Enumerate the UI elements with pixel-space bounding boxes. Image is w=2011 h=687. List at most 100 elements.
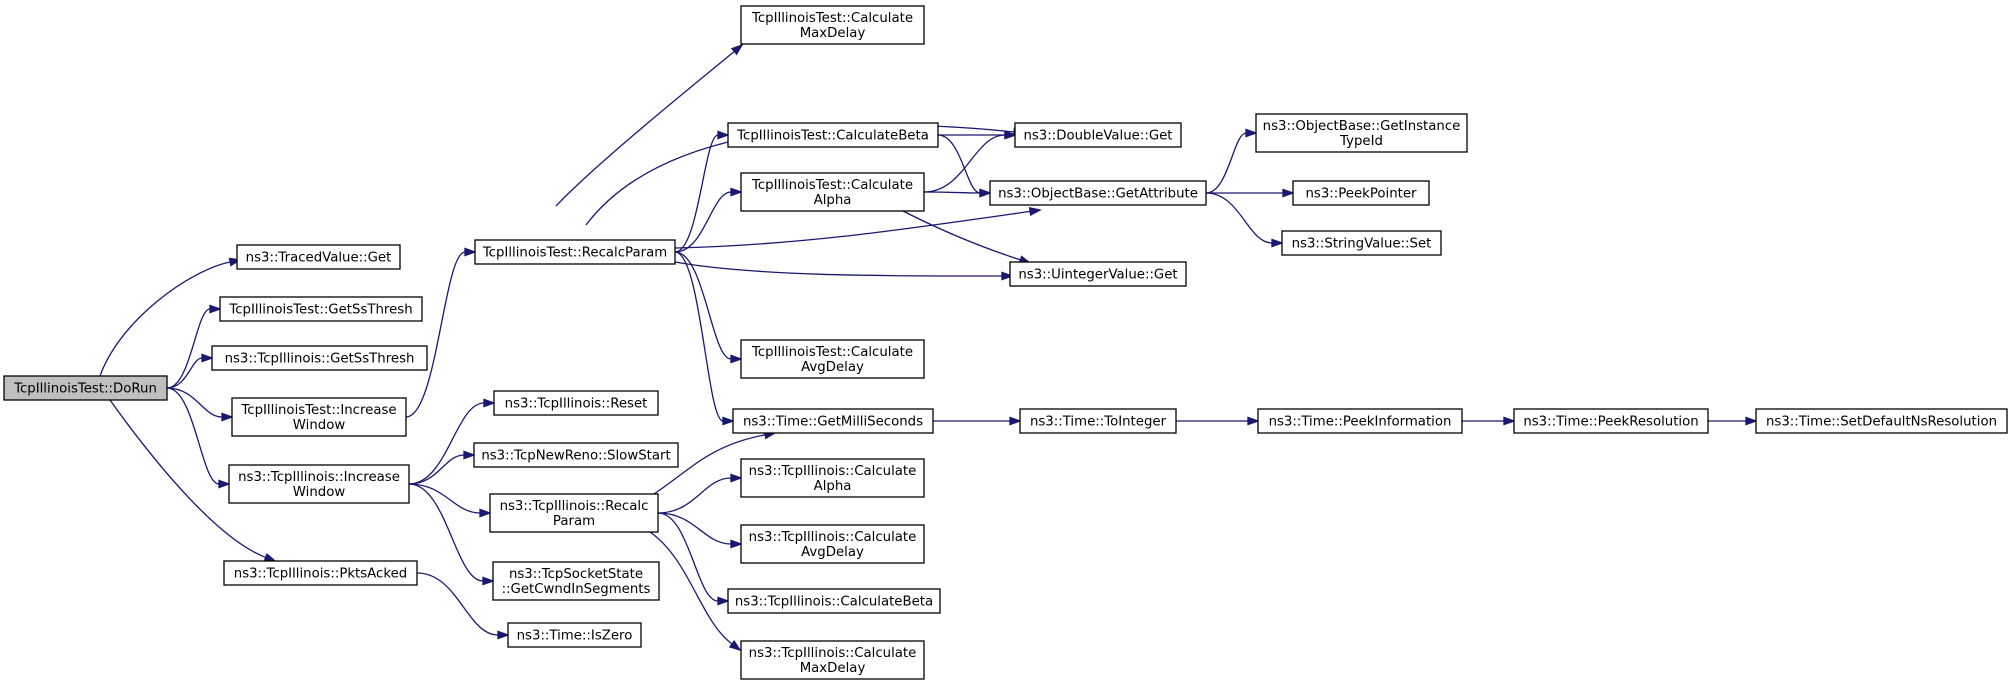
node-label: ns3::TracedValue::Get — [246, 251, 392, 266]
arrowhead — [730, 354, 743, 364]
node-tcpillinoistest-getssthresh[interactable]: TcpIllinoisTest::GetSsThresh — [219, 296, 423, 322]
edge-line — [408, 483, 481, 514]
node-ns3-tcpillinois-calculatebeta[interactable]: ns3::TcpIllinois::CalculateBeta — [727, 588, 941, 614]
edge-line — [405, 251, 466, 418]
node-box — [1755, 408, 2008, 434]
edge-line — [408, 483, 484, 582]
arrowhead — [1009, 416, 1022, 426]
arrowhead — [464, 247, 477, 257]
node-label: Param — [553, 514, 595, 529]
node-box — [727, 588, 941, 614]
edge-n9-to-n14 — [937, 134, 992, 198]
node-box — [740, 172, 925, 212]
node-label: ns3::TcpNewReno::SlowStart — [481, 449, 670, 464]
node-label: ns3::StringValue::Set — [1292, 237, 1432, 252]
node-ns3-peekpointer[interactable]: ns3::PeekPointer — [1292, 180, 1430, 206]
node-ns3-time-peekinformation[interactable]: ns3::Time::PeekInformation — [1257, 408, 1463, 434]
node-box — [740, 524, 925, 564]
node-box — [493, 390, 659, 416]
arrowhead — [730, 473, 743, 483]
node-label: TcpIllinoisTest::Calculate — [751, 11, 913, 26]
arrowhead — [483, 398, 496, 408]
edge-n14-to-n17 — [1206, 188, 1295, 198]
node-ns3-time-getmilliseconds[interactable]: ns3::Time::GetMilliSeconds — [732, 408, 934, 434]
arrowhead — [482, 576, 495, 586]
node-ns3-time-setdefaultnsresolution[interactable]: ns3::Time::SetDefaultNsResolution — [1755, 408, 2008, 434]
edge-line — [555, 50, 735, 207]
edge-n0-to-n3 — [166, 353, 214, 389]
arrowhead — [497, 630, 510, 640]
node-box — [740, 5, 925, 45]
edge-n0-to-n2 — [166, 304, 222, 389]
edge-n5-to-n24 — [408, 450, 476, 485]
node-box — [507, 622, 642, 648]
node-tcpillinoistest-calculatebeta[interactable]: TcpIllinoisTest::CalculateBeta — [727, 122, 939, 148]
node-label: ns3::Time::IsZero — [517, 629, 633, 644]
node-box — [211, 345, 428, 371]
node-label: ns3::TcpIllinois::PktsAcked — [234, 567, 407, 582]
edge-n10-to-n15 — [902, 210, 1032, 265]
edge-n20-to-n21 — [1461, 416, 1516, 426]
edge-line — [166, 308, 211, 389]
node-box — [489, 493, 659, 533]
arrowhead — [979, 188, 992, 198]
node-label: Window — [293, 418, 346, 433]
arrowhead — [1503, 416, 1516, 426]
edge-line — [99, 261, 231, 377]
edge-line — [674, 251, 732, 360]
arrowhead — [728, 639, 742, 652]
node-box — [474, 239, 676, 265]
edge-n4-to-n7 — [405, 247, 477, 418]
node-label: ns3::UintegerValue::Get — [1018, 268, 1177, 283]
node-ns3-stringvalue-set[interactable]: ns3::StringValue::Set — [1281, 230, 1442, 256]
node-tcpillinoistest-recalcparam[interactable]: TcpIllinoisTest::RecalcParam — [474, 239, 676, 265]
arrowhead — [209, 304, 222, 314]
node-ns3-doublevalue-get[interactable]: ns3::DoubleValue::Get — [1014, 122, 1182, 148]
node-label: TcpIllinoisTest::Calculate — [751, 345, 913, 360]
node-label: TcpIllinoisTest::Increase — [240, 403, 396, 418]
edge-line — [1205, 132, 1247, 194]
edge-n7-to-n14 — [674, 207, 1042, 249]
node-ns3-tcpnewreno-slowstart[interactable]: ns3::TcpNewReno::SlowStart — [473, 442, 679, 468]
node-ns3-uintegervalue-get[interactable]: ns3::UintegerValue::Get — [1009, 261, 1187, 287]
node-ns3-tcpsocketstate-getcwndinsegments[interactable]: ns3::TcpSocketState::GetCwndInSegments — [492, 561, 660, 601]
edge-line — [923, 134, 1006, 193]
node-ns3-tracedvalue-get[interactable]: ns3::TracedValue::Get — [236, 244, 401, 270]
node-ns3-objectbase-getattribute[interactable]: ns3::ObjectBase::GetAttribute — [989, 180, 1207, 206]
node-label: ns3::Time::PeekResolution — [1523, 415, 1698, 430]
node-ns3-tcpillinois-reset[interactable]: ns3::TcpIllinois::Reset — [493, 390, 659, 416]
node-box — [219, 296, 423, 322]
node-box — [1257, 408, 1463, 434]
node-tcpillinoistest-dorun[interactable]: TcpIllinoisTest::DoRun — [3, 375, 168, 401]
node-ns3-tcpillinois-getssthresh[interactable]: ns3::TcpIllinois::GetSsThresh — [211, 345, 428, 371]
node-ns3-tcpillinois-recalc-param[interactable]: ns3::TcpIllinois::RecalcParam — [489, 493, 659, 533]
node-ns3-time-tointeger[interactable]: ns3::Time::ToInteger — [1019, 408, 1177, 434]
arrowhead — [1282, 188, 1295, 198]
node-label: ::GetCwndInSegments — [502, 582, 651, 597]
edge-line — [902, 210, 1021, 261]
edge-n6-to-n27 — [416, 572, 510, 640]
node-label: ns3::TcpIllinois::CalculateBeta — [735, 595, 933, 610]
edge-n7-to-n11 — [674, 251, 743, 364]
arrowhead — [730, 539, 743, 549]
edge-n7-to-n8 — [555, 43, 744, 207]
edge-line — [937, 134, 981, 194]
edges-layer — [99, 43, 1758, 652]
node-ns3-time-peekresolution[interactable]: ns3::Time::PeekResolution — [1513, 408, 1709, 434]
edge-line — [1205, 192, 1273, 244]
edge-n7-to-n10 — [674, 187, 743, 253]
edge-n25-to-n30 — [657, 512, 730, 606]
node-label: ns3::Time::SetDefaultNsResolution — [1766, 415, 1997, 430]
node-ns3-tcpillinois-pktsacked[interactable]: ns3::TcpIllinois::PktsAcked — [223, 560, 418, 586]
node-ns3-time-iszero[interactable]: ns3::Time::IsZero — [507, 622, 642, 648]
